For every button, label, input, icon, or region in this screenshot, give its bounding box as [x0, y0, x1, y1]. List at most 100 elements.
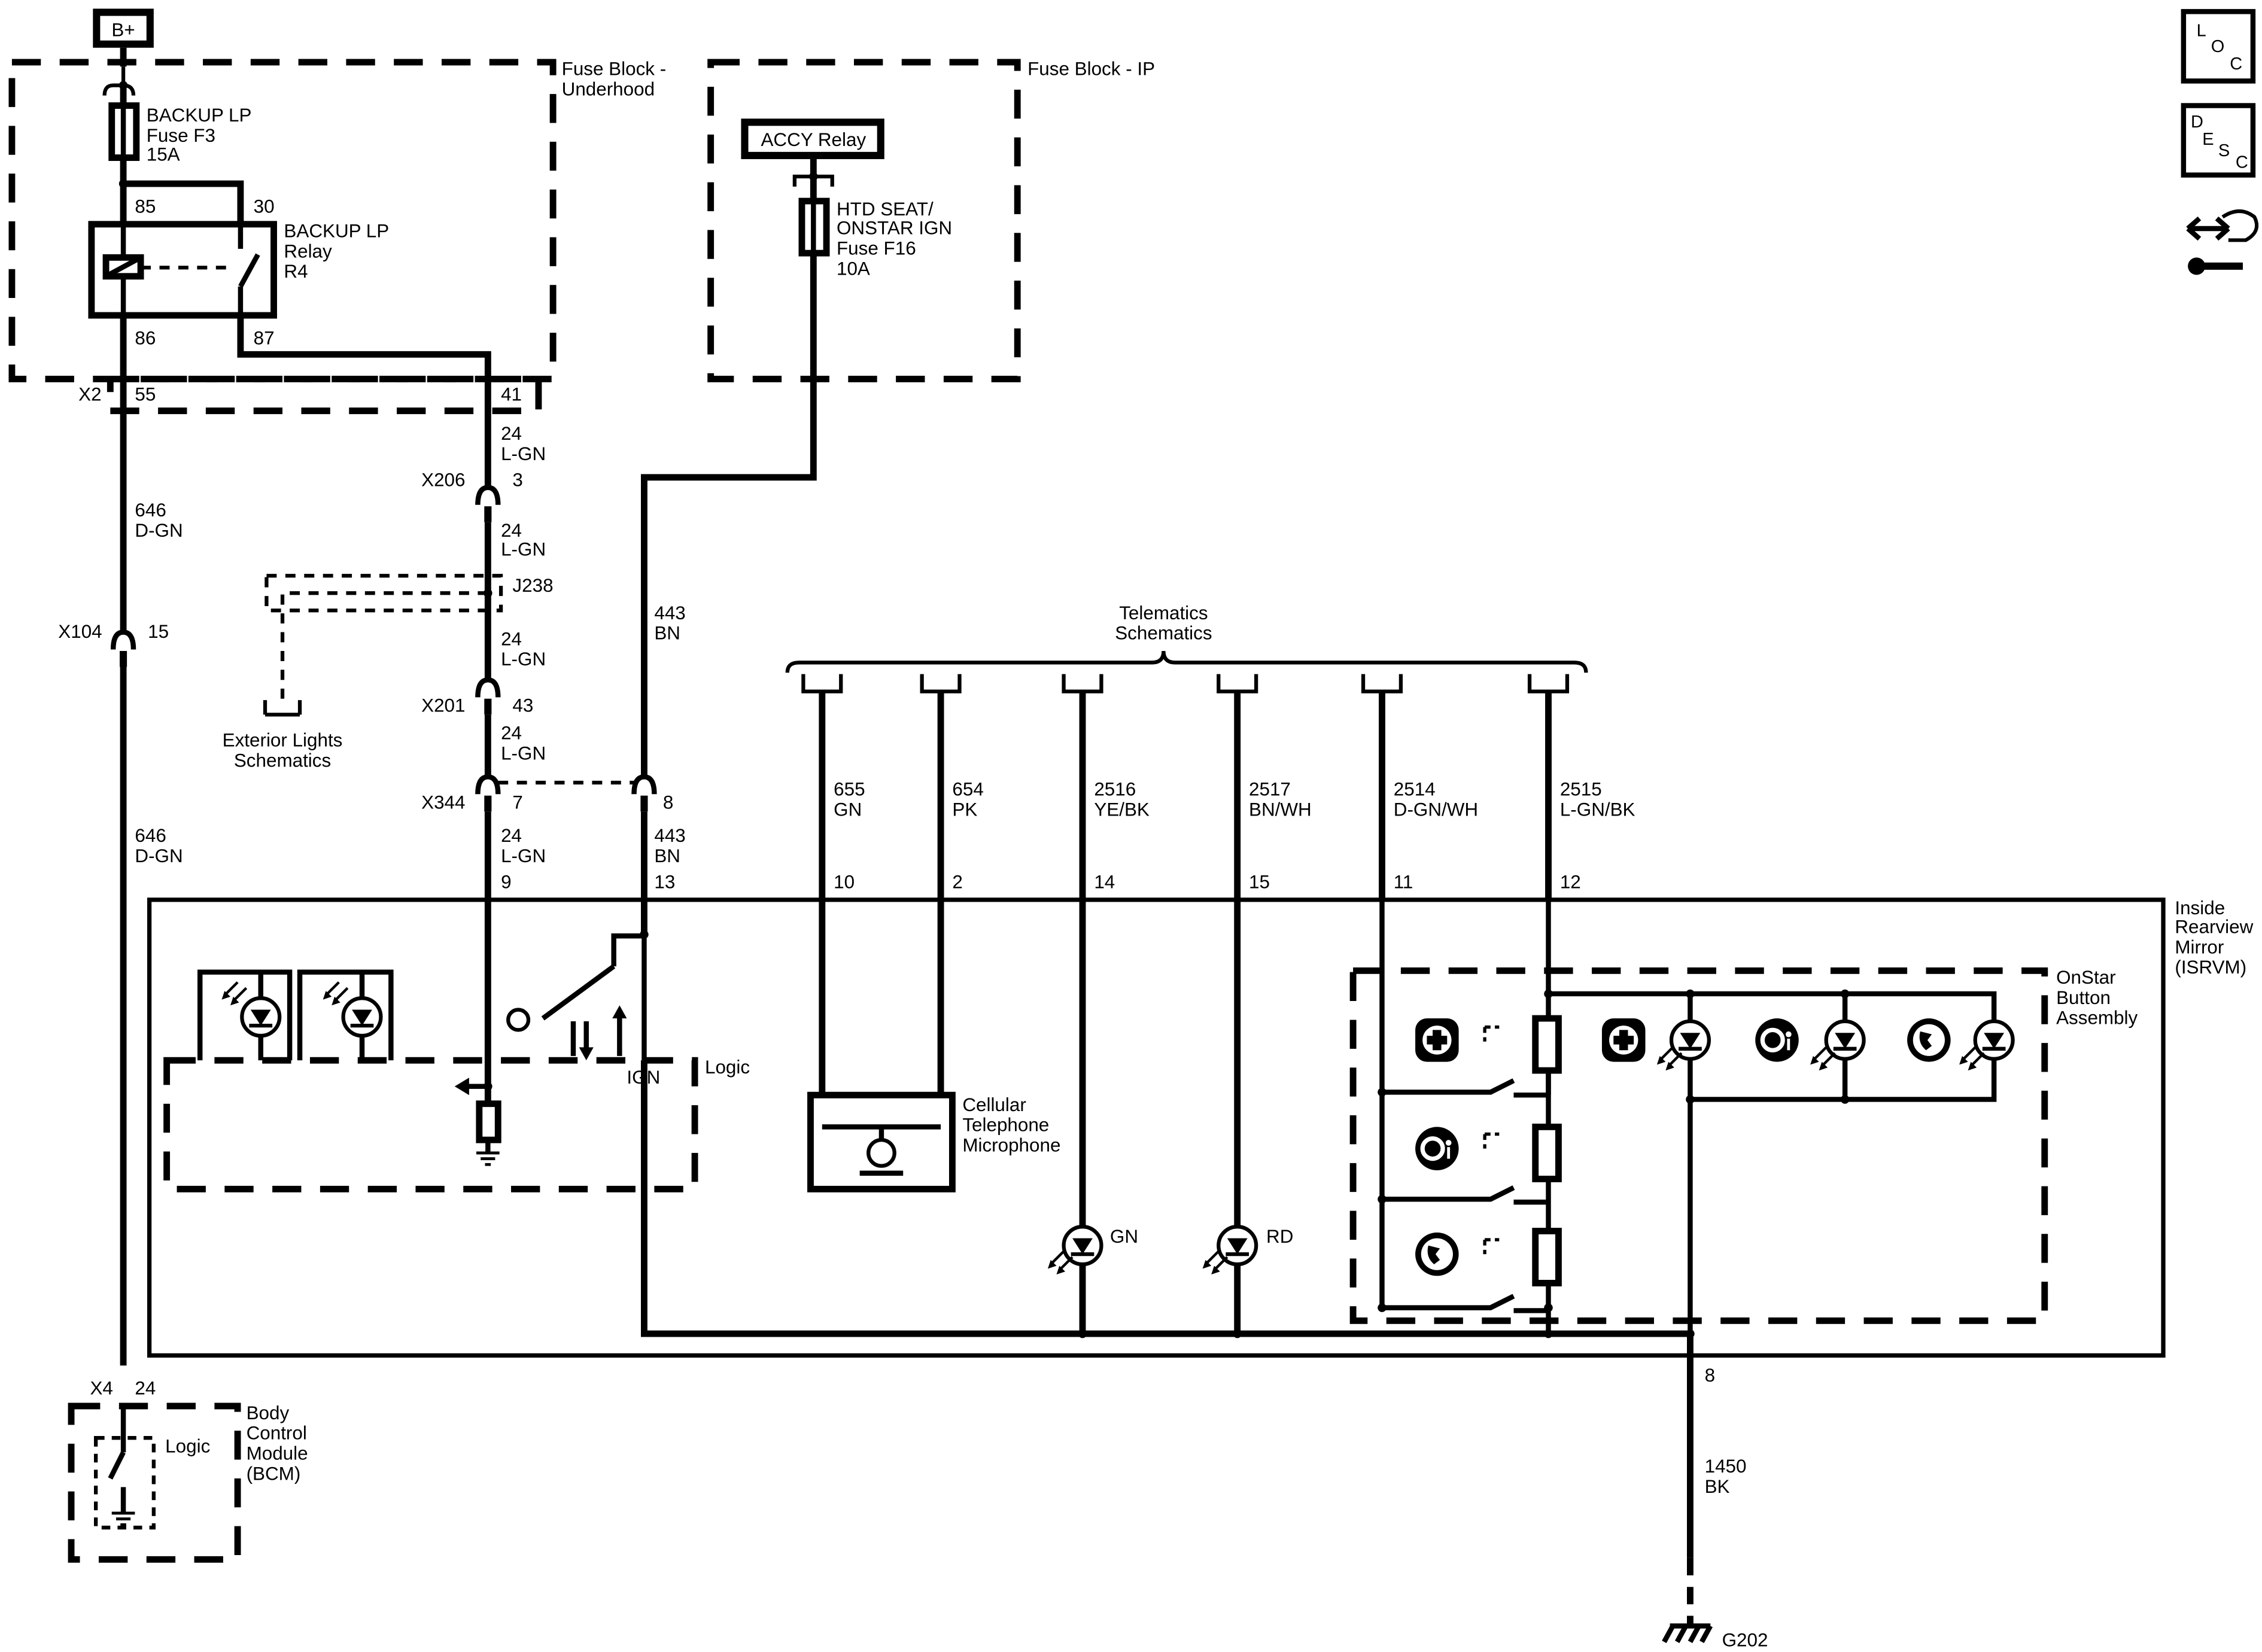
w443-circuit-2: 443	[654, 825, 685, 846]
fuse-f3-rating: 15A	[147, 144, 180, 165]
onstar-person-icon	[1415, 1127, 1459, 1170]
x104-connector	[113, 632, 133, 667]
fuse-f3-id: Fuse F3	[147, 125, 215, 146]
telematics-circuit-655: 655	[834, 779, 865, 800]
telematics-circuit-654: 654	[952, 779, 983, 800]
j238-splice	[264, 574, 503, 613]
telematics-pin-15: 15	[1249, 871, 1270, 892]
isrvm-title-1: Inside	[2175, 898, 2225, 918]
logic-resistor	[476, 1100, 501, 1143]
telematics-color-654: PK	[952, 799, 977, 820]
accy-relay-label: ACCY Relay	[761, 129, 866, 150]
fuse-f3-name: BACKUP LP	[147, 105, 252, 126]
telematics-color-2515: L-GN/BK	[1560, 799, 1635, 820]
telematics-circuit-2514: 2514	[1394, 779, 1436, 800]
telematics-connector	[1361, 674, 1403, 693]
relay-pin-30: 30	[254, 196, 275, 217]
onstar-button-assembly	[1349, 967, 2048, 1324]
fuse-block-underhood-title-2: Underhood	[562, 79, 655, 100]
w24-color-2: L-GN	[501, 539, 546, 559]
desc-letter-s: S	[2218, 141, 2230, 160]
loc-letter-o: O	[2211, 37, 2225, 56]
w24-circuit-3: 24	[501, 628, 522, 649]
relay-pin-85: 85	[135, 196, 156, 217]
telematics-color-655: GN	[834, 799, 862, 820]
onstar-switch-row-1	[1378, 1015, 1562, 1098]
x104-pin: 15	[148, 621, 169, 642]
fuse-block-underhood: Fuse Block - Underhood BACKUP LP Fuse F3…	[8, 59, 666, 488]
bcm-title-4: (BCM)	[247, 1463, 301, 1484]
isrvm-logic-label: Logic	[705, 1057, 750, 1078]
relay-switch	[238, 253, 260, 288]
relay-name: BACKUP LP	[284, 221, 389, 242]
telematics-color-2514: D-GN/WH	[1394, 799, 1478, 820]
isrvm-title-3: Mirror	[2175, 936, 2224, 957]
w24-circuit-1: 24	[501, 423, 522, 444]
x2-connector-label: X2	[78, 384, 101, 405]
ground-label: G202	[1722, 1629, 1768, 1650]
loc-letter-c: C	[2230, 54, 2242, 74]
telematics-circuit-2516: 2516	[1094, 779, 1136, 800]
relay-pin-87: 87	[254, 327, 275, 348]
w24-circuit-4: 24	[501, 722, 522, 743]
loc-letter-l: L	[2197, 21, 2206, 40]
w646-circuit-1: 646	[135, 500, 166, 521]
relay-id: R4	[284, 261, 308, 282]
x4-pin: 24	[135, 1378, 156, 1399]
onstar-label-2: Button	[2056, 987, 2111, 1008]
bcm-logic-block	[94, 1436, 156, 1530]
desc-button[interactable]: D E S C	[2181, 103, 2256, 178]
x2-pin-41: 41	[501, 384, 522, 405]
w443-color-1: BN	[654, 623, 680, 644]
phone-icon	[1415, 1232, 1459, 1276]
bcm-title-3: Module	[247, 1443, 308, 1464]
isrvm-pin-13: 13	[654, 871, 675, 892]
fuse-f16-id: Fuse F16	[837, 238, 916, 259]
bcm-title-1: Body	[247, 1402, 290, 1423]
telematics-pin-2: 2	[952, 871, 962, 892]
isrvm-pin-9: 9	[501, 871, 511, 892]
telematics-circuit-2515: 2515	[1560, 779, 1602, 800]
x344-label: X344	[421, 792, 465, 813]
telematics-connector	[920, 674, 962, 693]
loc-button[interactable]: L O C	[2181, 9, 2256, 84]
x2-pin-55: 55	[135, 384, 156, 405]
x201-pin: 43	[512, 695, 533, 716]
w646-circuit-2: 646	[135, 825, 166, 846]
x206-connector	[478, 488, 498, 522]
arrows-hand-wrench-icon[interactable]	[2186, 209, 2258, 275]
battery-positive-box: B+	[93, 8, 154, 48]
logic-led-2	[343, 998, 381, 1036]
telematics-color-2517: BN/WH	[1249, 799, 1312, 820]
x201-label: X201	[421, 695, 465, 716]
telematics-connector	[1062, 674, 1103, 693]
isrvm-module: Inside Rearview Mirror (ISRVM) Logic IGN	[147, 898, 2254, 1358]
w443-circuit-1: 443	[654, 603, 685, 623]
fuse-block-ip: Fuse Block - IP ACCY Relay HTD SEAT/ ONS…	[641, 59, 1155, 778]
mic-label-2: Telephone	[962, 1115, 1049, 1136]
exterior-lights-label-1: Exterior Lights	[223, 730, 343, 751]
fuse-f16-name-2: ONSTAR IGN	[837, 218, 952, 239]
telematics-circuit-2517: 2517	[1249, 779, 1291, 800]
x344-connector-b	[634, 777, 655, 811]
button-led-2	[1826, 1021, 1864, 1059]
wire-443-bn: 443 BN 443 BN 13	[641, 603, 686, 935]
isrvm-logic-block	[163, 1057, 698, 1192]
w24-color-3: L-GN	[501, 649, 546, 670]
x344-pin-7: 7	[512, 792, 522, 813]
w443-color-2: BN	[654, 845, 680, 866]
telematics-title-1: Telematics	[1119, 603, 1208, 623]
bcm-title-2: Control	[247, 1423, 307, 1444]
wire-1450-bk: 8 1450 BK G202	[1662, 1334, 1768, 1650]
telematics-bus: Telematics Schematics	[785, 603, 1588, 673]
emergency-icon	[1415, 1018, 1459, 1062]
x206-pin: 3	[512, 469, 522, 490]
w24-color-4: L-GN	[501, 743, 546, 763]
body-control-module: X4 24 Logic Body Control Module (BCM)	[68, 1378, 308, 1563]
